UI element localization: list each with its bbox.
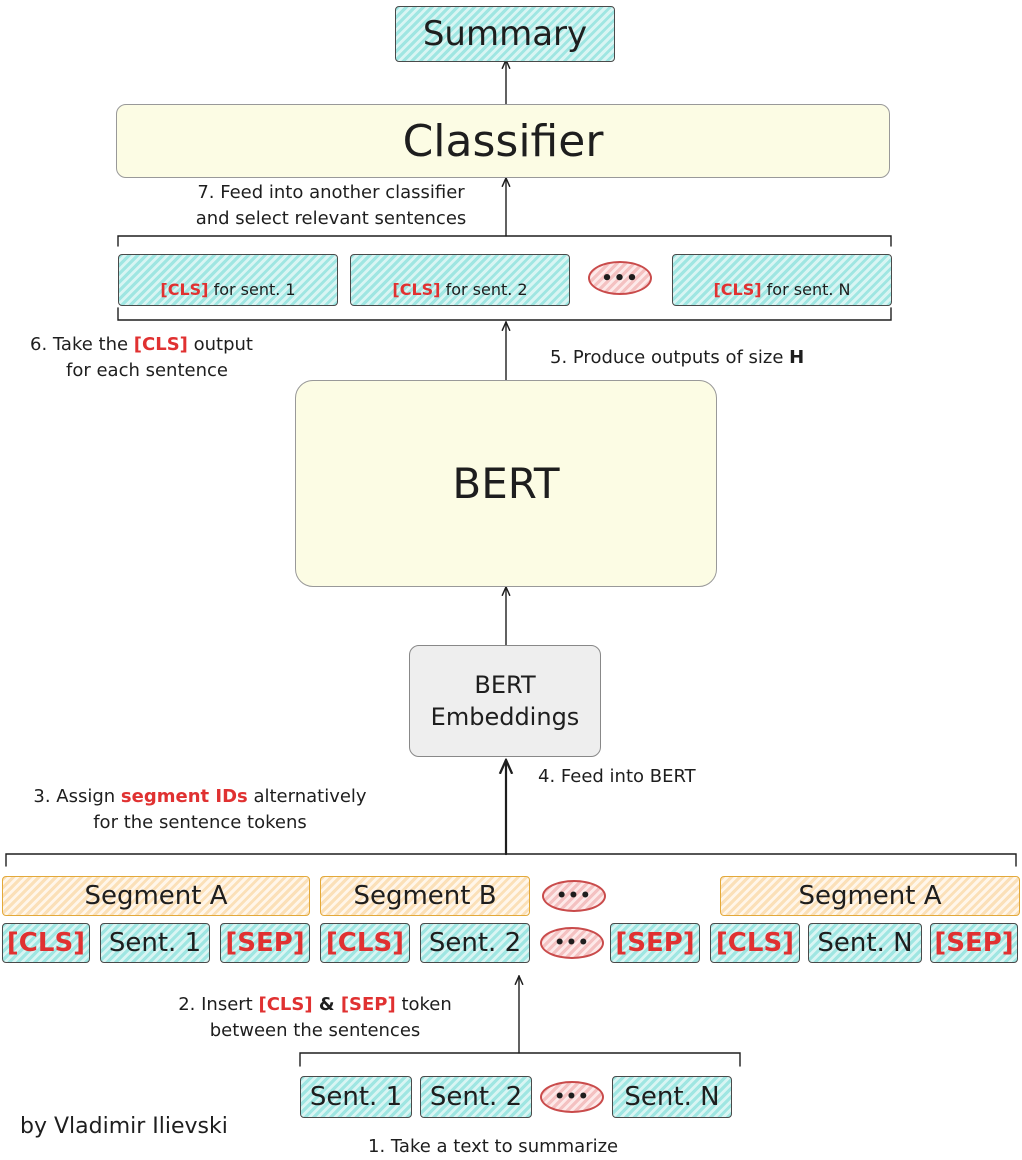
token-sent-1: Sent. 1	[100, 923, 210, 963]
token-ellipsis-dots: •••	[554, 933, 590, 953]
cls-output-2-tag: [CLS]	[392, 279, 441, 299]
token-cls-1-label: [CLS]	[6, 928, 86, 958]
cls-output-n: [CLS] for sent. N	[672, 254, 892, 306]
author-credit: by Vladimir Ilievski	[20, 1112, 228, 1142]
step-2-line-2: between the sentences	[209, 1020, 421, 1041]
bert-embeddings-line-1: BERT	[474, 671, 536, 699]
summary-box: Summary	[395, 6, 615, 62]
step-3-note: 3. Assign segment IDs alternatively for …	[14, 784, 386, 836]
segment-a-1: Segment A	[2, 876, 310, 916]
token-sent-2: Sent. 2	[420, 923, 530, 963]
input-ellipsis-dots: •••	[554, 1087, 590, 1107]
cls-output-1: [CLS] for sent. 1	[118, 254, 338, 306]
bert-embeddings-line-2: Embeddings	[430, 703, 580, 731]
input-ellipsis: •••	[540, 1081, 604, 1113]
cls-output-2: [CLS] for sent. 2	[350, 254, 570, 306]
cls-ellipsis: •••	[588, 261, 652, 295]
input-sent-1: Sent. 1	[300, 1076, 412, 1118]
step-5-note: 5. Produce outputs of size H	[550, 345, 804, 371]
step-7-note: 7. Feed into another classifier and sele…	[166, 180, 496, 232]
step-3-pre: 3. Assign	[33, 786, 121, 807]
token-sep-1: [SEP]	[220, 923, 310, 963]
cls-output-n-text: for sent. N	[766, 279, 851, 299]
step-4-note: 4. Feed into BERT	[538, 764, 696, 790]
step-3-post: alternatively	[247, 786, 367, 807]
classifier-label: Classifier	[402, 115, 604, 167]
bert-box: BERT	[295, 380, 717, 587]
input-bracket	[299, 1052, 741, 1067]
token-cls-2-label: [CLS]	[325, 928, 405, 958]
token-sep-2: [SEP]	[610, 923, 700, 963]
step-2-ampersand: &	[312, 994, 341, 1015]
input-sent-n: Sent. N	[612, 1076, 732, 1118]
token-sent-n: Sent. N	[808, 923, 922, 963]
step-3-highlight: segment IDs	[120, 786, 248, 807]
segment-bracket	[5, 853, 1017, 867]
segment-ellipsis: •••	[542, 880, 606, 912]
token-sep-1-label: [SEP]	[225, 928, 305, 958]
token-cls-n: [CLS]	[710, 923, 800, 963]
cls-output-bracket-bottom	[117, 307, 892, 321]
token-sent-n-label: Sent. N	[817, 928, 913, 958]
step-4-text: 4. Feed into BERT	[538, 766, 696, 787]
cls-output-bracket-top	[117, 235, 892, 247]
step-6-line-1: 6. Take the [CLS] output	[30, 332, 253, 358]
classifier-box: Classifier	[116, 104, 890, 178]
cls-output-n-tag: [CLS]	[713, 279, 762, 299]
step-6-post: output	[187, 334, 253, 355]
segment-a-2-label: Segment A	[798, 881, 942, 911]
segment-b-label: Segment B	[353, 881, 497, 911]
step-7-line-1: 7. Feed into another classifier	[197, 182, 465, 203]
step-2-cls: [CLS]	[258, 994, 313, 1015]
step-2-post: token	[395, 994, 452, 1015]
step-2-note: 2. Insert [CLS] & [SEP] token between th…	[150, 992, 480, 1044]
step-2-sep: [SEP]	[340, 994, 396, 1015]
segment-ellipsis-dots: •••	[556, 886, 592, 906]
token-sep-n-label: [SEP]	[934, 928, 1014, 958]
step-3-line-2: for the sentence tokens	[93, 812, 307, 833]
step-2-line-1: 2. Insert [CLS] & [SEP] token	[150, 992, 480, 1018]
cls-output-1-text: for sent. 1	[213, 279, 296, 299]
step-5-pre: 5. Produce outputs of size	[550, 347, 790, 368]
bert-label: BERT	[452, 459, 560, 508]
input-sent-1-label: Sent. 1	[309, 1082, 403, 1112]
token-ellipsis: •••	[540, 927, 604, 959]
token-cls-n-label: [CLS]	[715, 928, 795, 958]
token-cls-2: [CLS]	[320, 923, 410, 963]
token-cls-1: [CLS]	[2, 923, 90, 963]
step-6-note: 6. Take the [CLS] output for each senten…	[30, 332, 253, 384]
step-3-line-1: 3. Assign segment IDs alternatively	[14, 784, 386, 810]
cls-output-1-tag: [CLS]	[160, 279, 209, 299]
cls-ellipsis-dots: •••	[601, 267, 639, 289]
segment-a-2: Segment A	[720, 876, 1020, 916]
step-2-pre: 2. Insert	[178, 994, 259, 1015]
cls-output-2-text: for sent. 2	[445, 279, 528, 299]
token-sep-2-label: [SEP]	[615, 928, 695, 958]
author-text: by Vladimir Ilievski	[20, 1114, 228, 1139]
step-6-pre: 6. Take the	[30, 334, 134, 355]
bert-embeddings-box: BERT Embeddings	[409, 645, 601, 757]
input-sent-n-label: Sent. N	[624, 1082, 720, 1112]
step-1-text: 1. Take a text to summarize	[368, 1136, 619, 1157]
token-sent-1-label: Sent. 1	[108, 928, 202, 958]
step-5-size-h: H	[789, 347, 805, 368]
summary-label: Summary	[422, 14, 588, 54]
step-6-line-2: for each sentence	[66, 360, 228, 381]
token-sent-2-label: Sent. 2	[428, 928, 522, 958]
input-sent-2: Sent. 2	[420, 1076, 532, 1118]
segment-a-1-label: Segment A	[84, 881, 228, 911]
step-6-cls: [CLS]	[133, 334, 188, 355]
step-1-note: 1. Take a text to summarize	[368, 1134, 618, 1160]
step-7-line-2: and select relevant sentences	[195, 208, 467, 229]
token-sep-n: [SEP]	[930, 923, 1018, 963]
segment-b: Segment B	[320, 876, 530, 916]
input-sent-2-label: Sent. 2	[429, 1082, 523, 1112]
